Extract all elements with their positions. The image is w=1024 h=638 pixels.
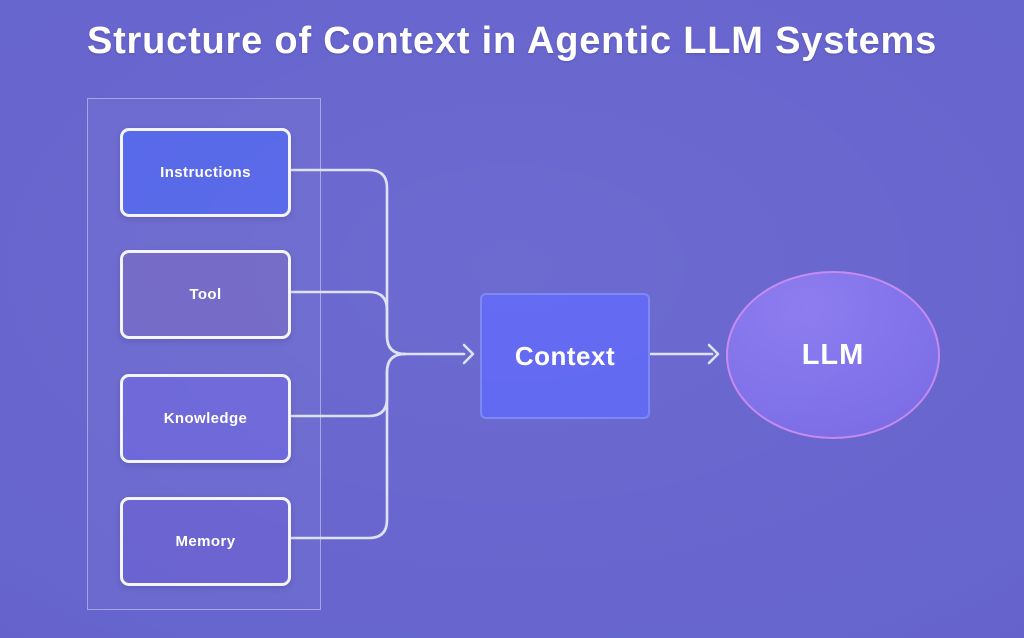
node-context: Context [480,293,650,419]
node-llm-label: LLM [801,338,865,371]
node-knowledge-label: Knowledge [163,410,248,427]
arrowhead-into-llm [707,343,720,365]
node-instructions: Instructions [120,128,291,217]
arrowhead-into-context [462,343,475,365]
node-tool-label: Tool [189,286,222,303]
node-knowledge: Knowledge [120,374,291,463]
node-memory-label: Memory [175,533,236,550]
node-context-label: Context [514,340,616,371]
node-instructions-label: Instructions [160,164,251,181]
node-llm: LLM [726,271,940,439]
node-memory: Memory [120,497,291,586]
page-title: Structure of Context in Agentic LLM Syst… [86,20,938,62]
node-tool: Tool [120,250,291,339]
